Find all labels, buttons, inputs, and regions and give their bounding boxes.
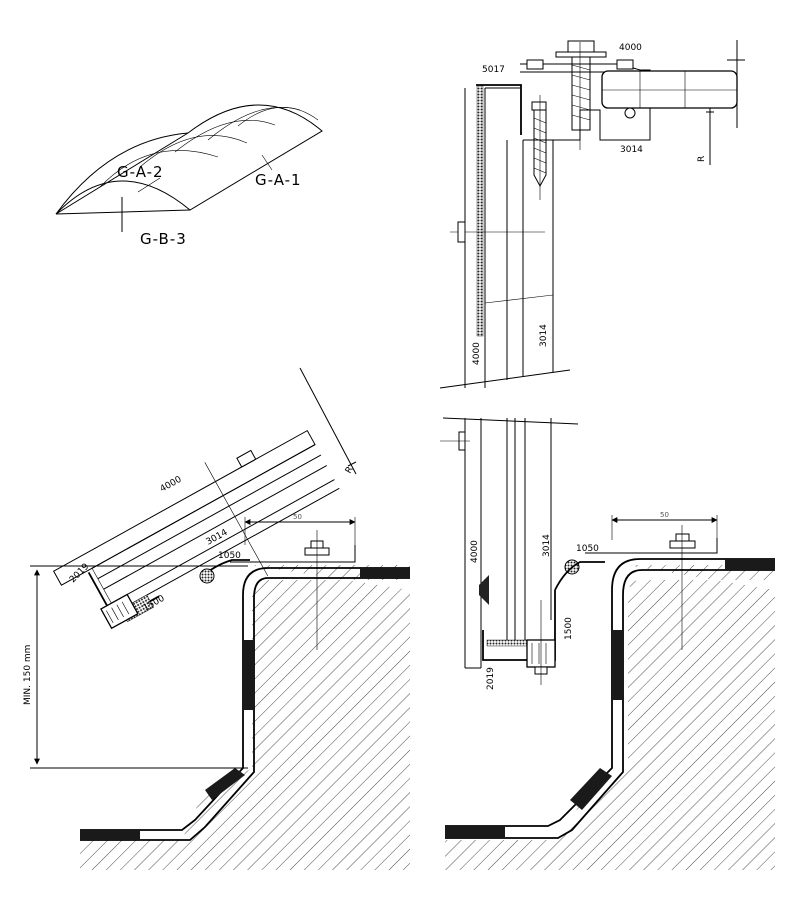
label-r-top: R bbox=[697, 156, 707, 162]
label-ga1: G-A-1 bbox=[255, 171, 302, 189]
label-gb3: G-B-3 bbox=[140, 230, 187, 248]
label-1050: 1050 bbox=[218, 551, 241, 561]
label-3014: 3014 bbox=[542, 534, 552, 557]
label-2019: 2019 bbox=[486, 667, 496, 690]
label-4000-vert: 4000 bbox=[472, 342, 482, 365]
inclined-sheet-assembly bbox=[52, 429, 340, 630]
label-3014-side: 3014 bbox=[620, 145, 643, 155]
label-dim-50: 50 bbox=[293, 513, 302, 521]
detail-bottom-left: 4000 3014 1050 2019 1500 50 R MIN. 150 m… bbox=[23, 367, 410, 870]
label-1500: 1500 bbox=[564, 617, 574, 640]
label-4000: 4000 bbox=[470, 540, 480, 563]
label-5017: 5017 bbox=[482, 65, 505, 75]
dome-perspective: G-A-2 G-A-1 G-B-3 bbox=[55, 104, 323, 248]
label-r-incline: R bbox=[344, 465, 356, 475]
label-dim-50: 50 bbox=[660, 511, 669, 519]
label-1050: 1050 bbox=[576, 544, 599, 554]
detail-top-right: 5017 4000 3014 R 4000 3014 bbox=[439, 40, 745, 389]
label-4000: 4000 bbox=[159, 475, 184, 495]
label-4000-top: 4000 bbox=[619, 43, 642, 53]
label-min-height: MIN. 150 mm bbox=[23, 645, 33, 705]
label-ga2: G-A-2 bbox=[117, 163, 164, 181]
detail-bottom-right: 4000 3014 1050 1500 2019 50 bbox=[440, 417, 775, 870]
label-3014-vert: 3014 bbox=[539, 324, 549, 347]
